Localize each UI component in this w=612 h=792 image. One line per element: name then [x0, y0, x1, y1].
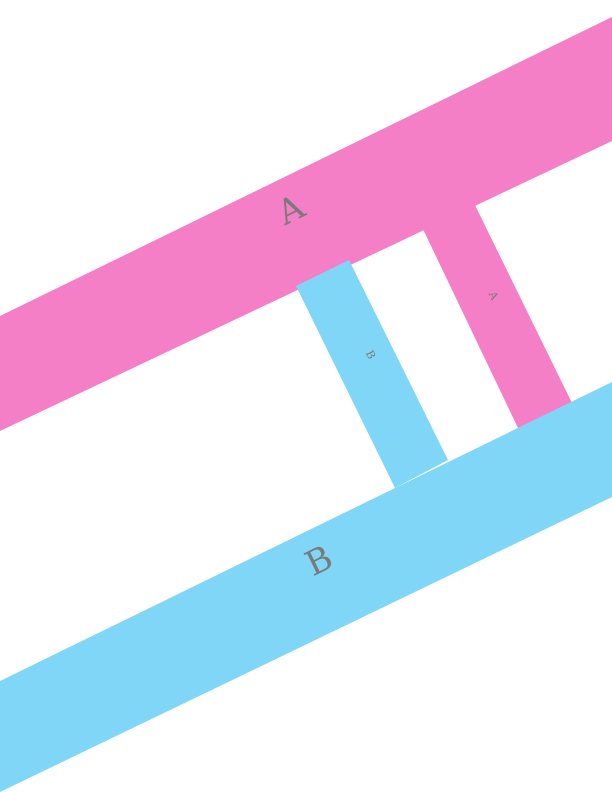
band-b-large [0, 382, 612, 792]
band-b-small [296, 260, 448, 488]
band-a-small [421, 199, 572, 428]
band-a-large [0, 17, 612, 431]
